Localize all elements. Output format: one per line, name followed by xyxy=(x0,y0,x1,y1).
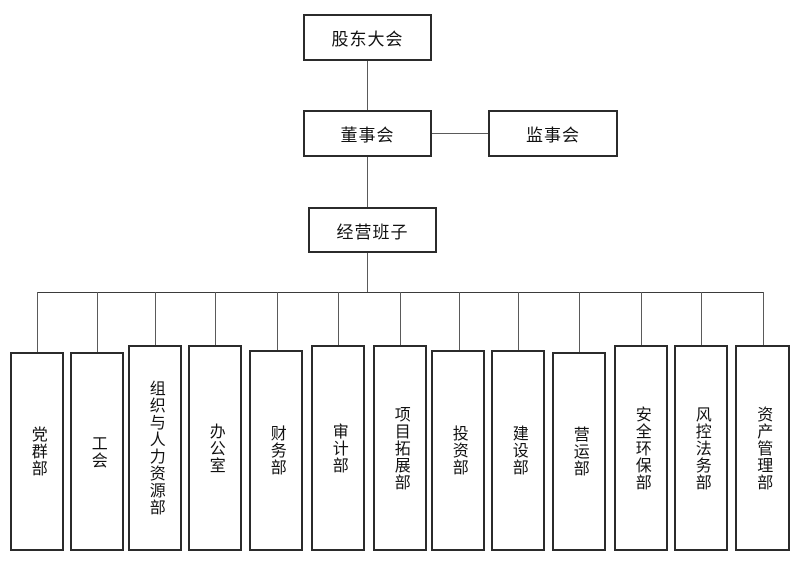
node-dept-organization-and-human-resources[interactable]: 组织与人力资源部 xyxy=(128,345,182,551)
connector-drop-dept-5 xyxy=(277,292,278,353)
connector-drop-dept-3 xyxy=(155,292,156,353)
node-dept-finance[interactable]: 财务部 xyxy=(249,350,303,551)
node-management-team[interactable]: 经营班子 xyxy=(308,207,437,253)
node-dept-project-development-label: 项目拓展部 xyxy=(391,405,409,491)
connector-drop-dept-11 xyxy=(641,292,642,353)
node-dept-finance-label: 财务部 xyxy=(267,425,285,476)
node-dept-project-development[interactable]: 项目拓展部 xyxy=(373,345,427,551)
node-dept-risk-control-and-legal-affairs-label: 风控法务部 xyxy=(692,405,710,491)
connector-drop-dept-8 xyxy=(459,292,460,353)
node-dept-operations-label: 营运部 xyxy=(570,426,588,477)
node-dept-party-mass-affairs-label: 党群部 xyxy=(28,426,46,477)
connector-drop-dept-4 xyxy=(215,292,216,353)
node-dept-labor-union[interactable]: 工会 xyxy=(70,352,124,551)
node-dept-risk-control-and-legal-affairs[interactable]: 风控法务部 xyxy=(674,345,728,551)
connector-drop-dept-13 xyxy=(763,292,764,353)
connector-drop-dept-2 xyxy=(97,292,98,353)
connector-drop-dept-6 xyxy=(338,292,339,353)
node-dept-investment-label: 投资部 xyxy=(449,425,467,476)
node-shareholders-meeting-label: 股东大会 xyxy=(331,30,404,49)
node-board-of-directors-label: 董事会 xyxy=(340,126,395,145)
node-management-team-label: 经营班子 xyxy=(336,222,409,242)
connector-drop-dept-12 xyxy=(701,292,702,353)
connector-drop-dept-9 xyxy=(518,292,519,353)
node-dept-general-office-label: 办公室 xyxy=(206,422,224,474)
node-shareholders-meeting[interactable]: 股东大会 xyxy=(303,14,432,61)
node-board-of-supervisors[interactable]: 监事会 xyxy=(488,110,618,157)
node-dept-labor-union-label: 工会 xyxy=(88,434,106,469)
node-dept-asset-management[interactable]: 资产管理部 xyxy=(735,345,790,551)
connector-drop-dept-1 xyxy=(37,292,38,353)
node-dept-general-office[interactable]: 办公室 xyxy=(188,345,242,551)
node-board-of-directors[interactable]: 董事会 xyxy=(303,110,432,157)
node-dept-audit[interactable]: 审计部 xyxy=(311,345,365,551)
node-dept-asset-management-label: 资产管理部 xyxy=(754,405,772,491)
node-dept-construction[interactable]: 建设部 xyxy=(491,350,545,551)
node-dept-safety-and-environmental-protection-label: 安全环保部 xyxy=(632,405,650,491)
node-dept-construction-label: 建设部 xyxy=(509,425,527,476)
node-board-of-supervisors-label: 监事会 xyxy=(526,126,580,145)
node-dept-investment[interactable]: 投资部 xyxy=(431,350,485,551)
node-dept-safety-and-environmental-protection[interactable]: 安全环保部 xyxy=(614,345,668,551)
node-dept-party-mass-affairs[interactable]: 党群部 xyxy=(10,352,64,551)
connector-drop-dept-7 xyxy=(400,292,401,353)
node-dept-organization-and-human-resources-label: 组织与人力资源部 xyxy=(146,380,164,516)
connector-board-to-management xyxy=(367,157,368,207)
node-dept-operations[interactable]: 营运部 xyxy=(552,352,606,551)
node-dept-audit-label: 审计部 xyxy=(329,422,347,474)
connector-board-to-supervisors xyxy=(432,133,488,134)
connector-shareholders-to-board xyxy=(367,61,368,110)
connector-management-to-bus xyxy=(367,253,368,293)
connector-drop-dept-10 xyxy=(579,292,580,353)
